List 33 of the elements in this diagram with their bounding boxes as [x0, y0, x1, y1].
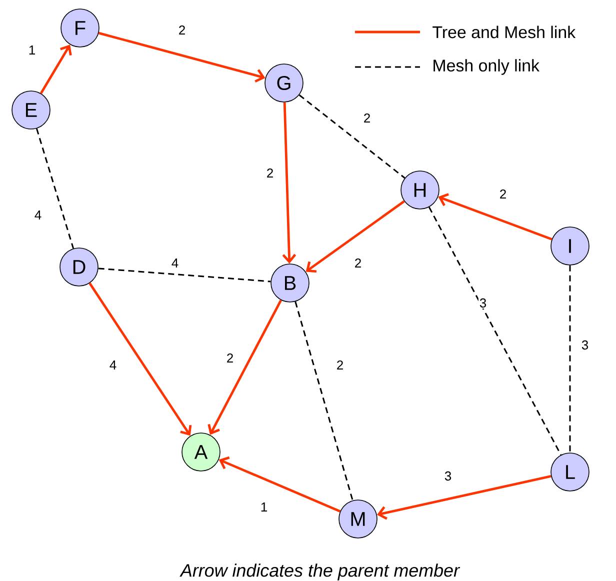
caption: Arrow indicates the parent member: [180, 564, 460, 580]
edge-label: 2: [177, 24, 187, 36]
legend-text: Tree and Mesh link: [432, 26, 576, 38]
edge-label: 2: [353, 257, 363, 269]
arrow: [376, 475, 552, 520]
edge-label: 3: [478, 297, 488, 309]
arrow: [208, 300, 282, 435]
edge-label: 1: [259, 502, 269, 512]
legend-text: Mesh only link: [434, 59, 540, 75]
edge-label: 2: [225, 352, 235, 364]
edge-label: 2: [498, 188, 508, 200]
connector-line: [294, 301, 354, 501]
arrow: [218, 456, 341, 512]
edge-label: 2: [362, 112, 372, 124]
edge-label: 4: [108, 360, 118, 370]
connector-line: [569, 265, 571, 453]
connector-line: [298, 94, 406, 179]
edge-label: 4: [33, 210, 43, 220]
edge-label: 2: [265, 167, 275, 179]
edge-label: 2: [335, 359, 345, 371]
connector-line: [98, 268, 271, 282]
connector-line: [36, 128, 74, 249]
edge-label: 3: [580, 339, 590, 351]
arrow: [438, 193, 552, 240]
arrow: [98, 32, 266, 83]
edge-label: 1: [27, 44, 37, 56]
edge-label: 4: [170, 258, 180, 268]
edge-label: 3: [443, 470, 453, 482]
connector-line: [428, 206, 562, 456]
arrow: [88, 282, 192, 436]
arrow: [282, 102, 296, 264]
arrow: [306, 200, 405, 273]
arrow: [40, 44, 72, 94]
